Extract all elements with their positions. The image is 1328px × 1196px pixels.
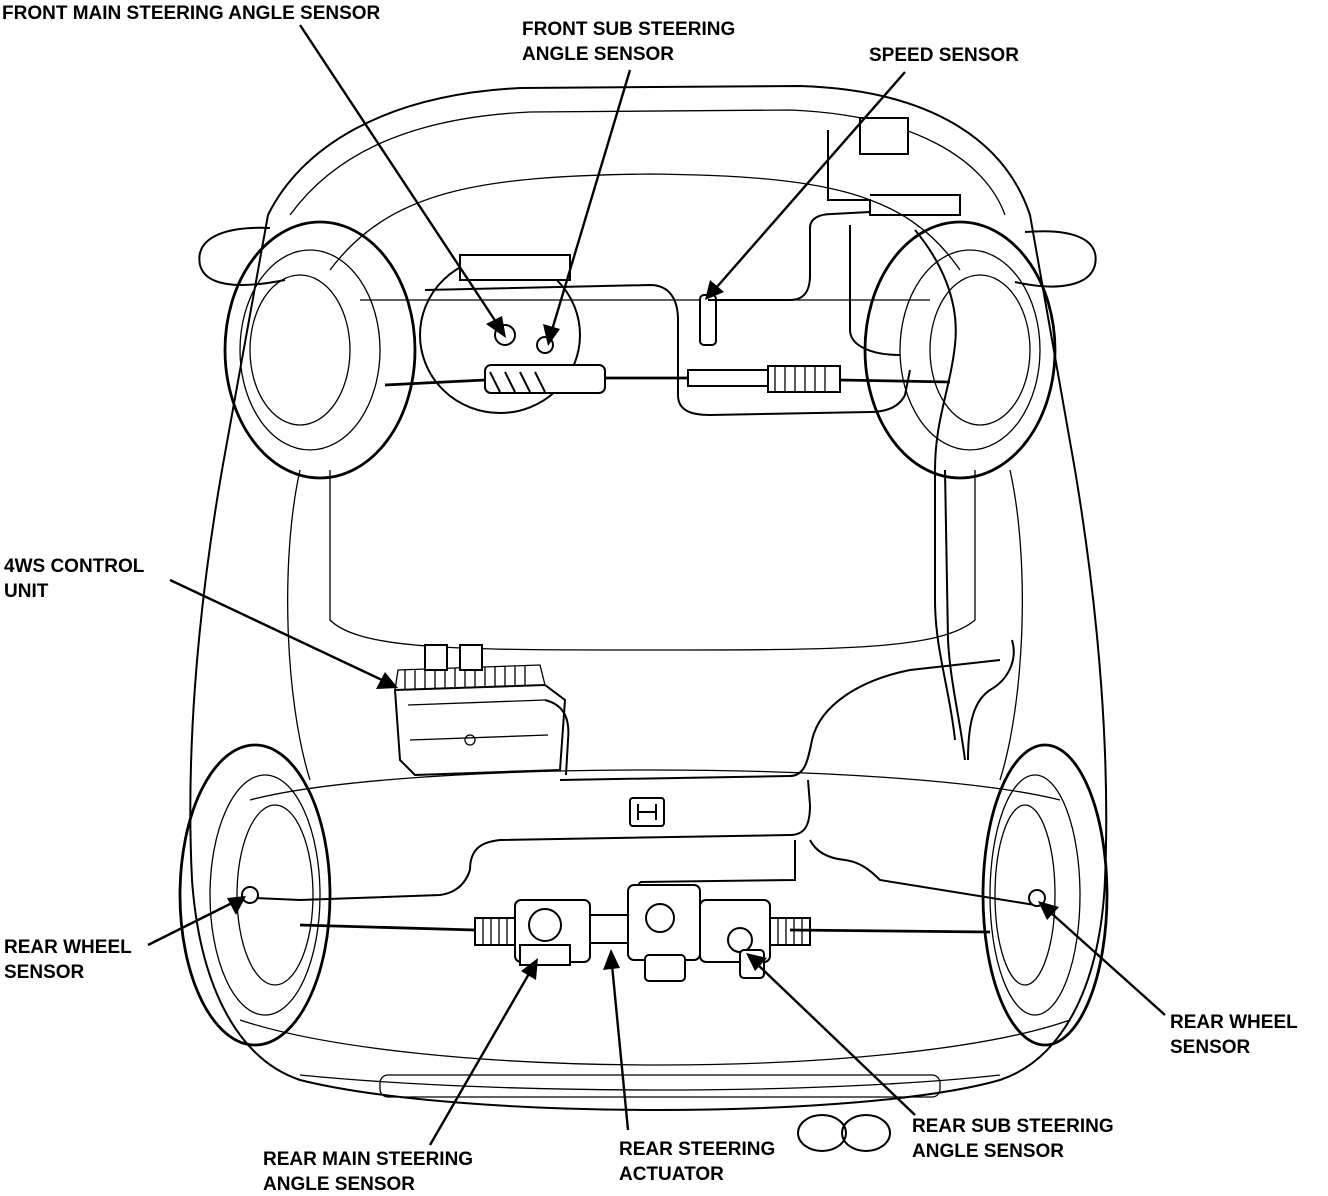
car-body xyxy=(189,84,1108,1152)
label-speed-sensor: SPEED SENSOR xyxy=(869,45,1019,66)
label-front-sub-steering-angle-sensor: FRONT SUB STEERING ANGLE SENSOR xyxy=(522,19,741,65)
label-4ws-control-unit: 4WS CONTROL UNIT xyxy=(4,556,149,602)
label-rear-sub-steering-angle-sensor: REAR SUB STEERING ANGLE SENSOR xyxy=(912,1116,1119,1162)
speed-sensor-body xyxy=(699,294,717,346)
leader-control-unit xyxy=(169,578,383,682)
rear-left-wheel xyxy=(178,743,332,1047)
4ws-control-unit xyxy=(393,644,570,777)
label-rear-main-steering-angle-sensor: REAR MAIN STEERING ANGLE SENSOR xyxy=(263,1149,478,1195)
leader-front-main xyxy=(298,24,498,323)
dash-panel xyxy=(459,254,571,281)
front-left-wheel xyxy=(223,220,417,480)
rear-right-wheel xyxy=(981,743,1109,1047)
under-hood-box xyxy=(859,117,909,155)
label-rear-wheel-sensor-left: REAR WHEEL SENSOR xyxy=(4,937,137,983)
label-rear-wheel-sensor-right: REAR WHEEL SENSOR xyxy=(1170,1012,1303,1058)
front-steering-system xyxy=(384,254,951,414)
leader-rear-sub xyxy=(757,964,916,1116)
rear-steering-system xyxy=(241,884,1046,982)
leader-speed xyxy=(715,71,906,289)
leader-rear-wheel-left xyxy=(147,901,233,947)
leader-lines xyxy=(147,24,1166,1146)
rear-actuator-tube xyxy=(589,914,631,944)
leader-front-sub xyxy=(550,69,632,331)
front-rack-tube xyxy=(687,369,769,387)
control-unit-connector-b xyxy=(459,644,483,671)
front-right-wheel xyxy=(863,220,1057,480)
front-steering-gearbox xyxy=(484,364,606,394)
label-rear-steering-actuator: REAR STEERING ACTUATOR xyxy=(619,1139,781,1185)
control-unit-connector-a xyxy=(424,644,448,671)
leader-rear-main xyxy=(428,971,532,1146)
rear-left-wheel-sensor-body xyxy=(241,886,259,904)
leader-rear-wheel-right xyxy=(1049,911,1166,1016)
label-front-main-steering-angle-sensor: FRONT MAIN STEERING ANGLE SENSOR xyxy=(2,3,381,24)
wiring-harness xyxy=(254,117,1036,926)
leader-rear-actuator xyxy=(610,964,630,1131)
